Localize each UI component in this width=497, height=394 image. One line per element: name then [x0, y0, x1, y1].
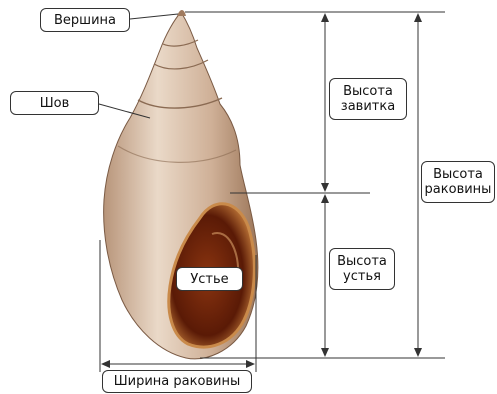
aperture-height-arrow-top [321, 194, 329, 203]
shell-illustration [104, 10, 258, 359]
shell-height-arrow-top [414, 13, 422, 22]
shell-width-label: Ширина раковины [102, 370, 252, 393]
suture-label: Шов [10, 91, 99, 115]
spire-height-arrow-top [321, 13, 329, 22]
aperture-height-label: Высота устья [329, 248, 395, 290]
apex-leader [130, 14, 178, 19]
apex-label: Вершина [40, 8, 130, 32]
shell-height-arrow-bottom [414, 348, 422, 357]
shell-height-label: Высота раковины [421, 161, 495, 203]
shell-width-arrow-left [101, 360, 110, 368]
spire-height-arrow-bottom [321, 183, 329, 192]
aperture-height-arrow-bottom [321, 348, 329, 357]
aperture-label: Устье [176, 267, 243, 291]
shell-width-arrow-right [246, 360, 255, 368]
spire-height-label: Высота завитка [329, 78, 407, 120]
apex-tip [177, 10, 186, 16]
